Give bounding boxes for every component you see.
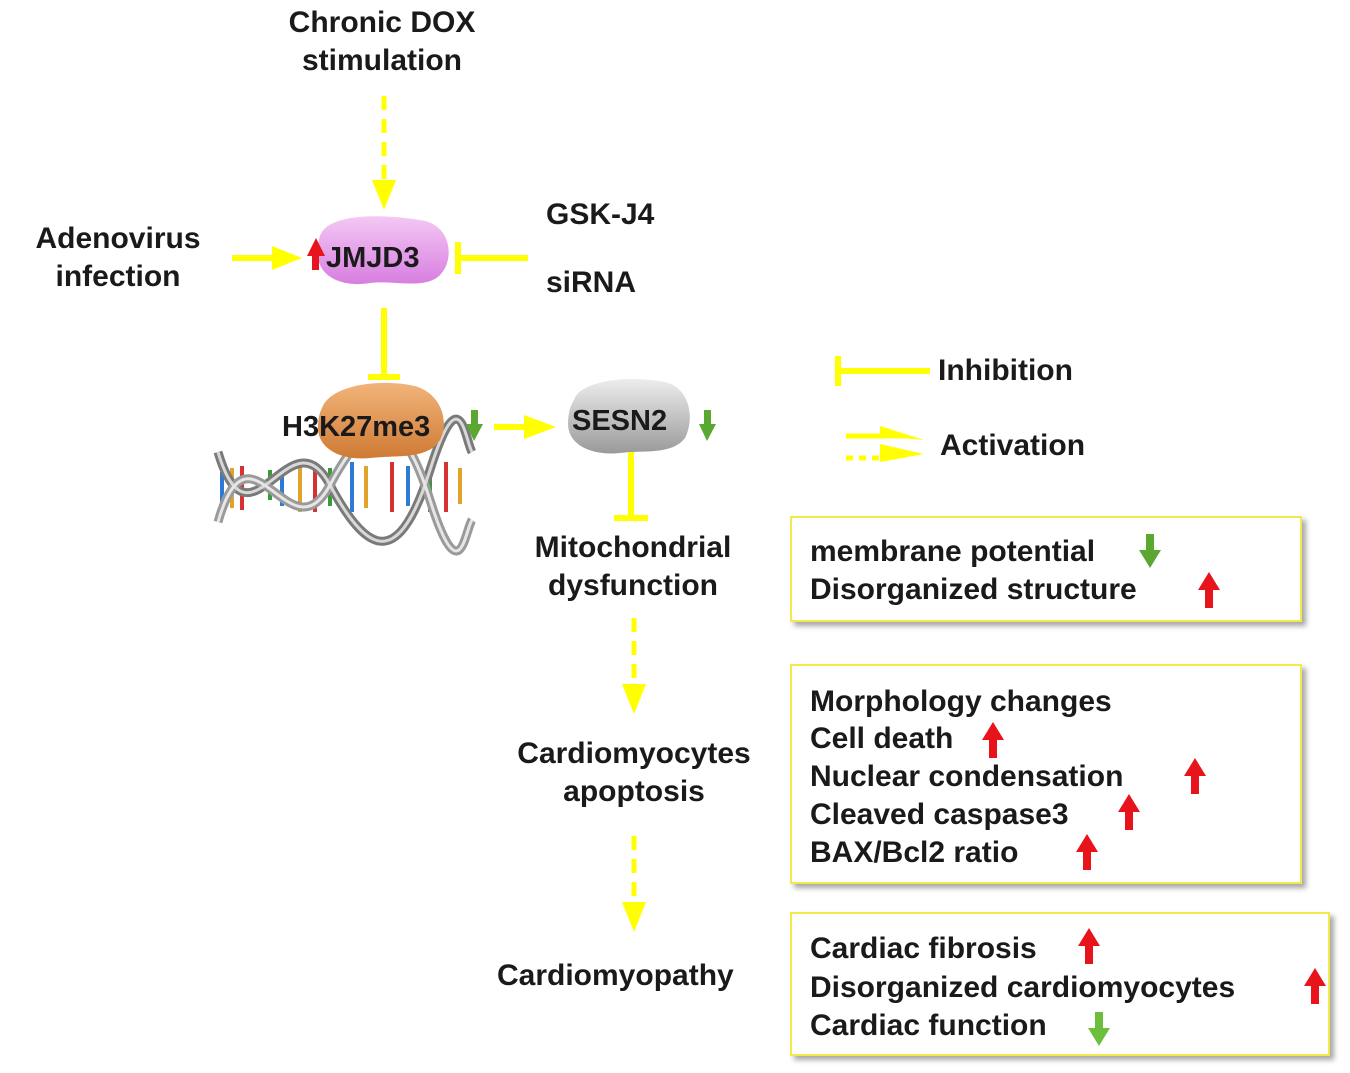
legend-inhibition-symbol (835, 356, 930, 386)
gsk-j4-label: GSK-J4 (546, 198, 655, 231)
h3k27me3-label: H3K27me3 (282, 411, 431, 443)
box-item-text: Cell death (810, 722, 954, 755)
mitochondrial-label-line2: dysfunction (548, 569, 718, 602)
apoptosis-label: Cardiomyocytes apoptosis (494, 735, 774, 811)
jmjd3-up-arrow-icon (307, 238, 325, 270)
apoptosis-label-line1: Cardiomyocytes (517, 737, 751, 770)
legend-activation-label: Activation (940, 429, 1086, 462)
sesn2-inhibits-mitochondria-bar (614, 452, 648, 521)
box-item: Cleaved caspase3 (810, 796, 1069, 834)
box-item-text: Nuclear condensation (810, 760, 1124, 793)
jmjd3-label: JMJD3 (326, 242, 420, 274)
legend-inhibition-label: Inhibition (938, 354, 1073, 387)
box-item: Cardiac function (810, 1007, 1047, 1045)
box-item: Nuclear condensation (810, 758, 1123, 796)
mitochondrial-label: Mitochondrial dysfunction (500, 529, 766, 605)
dox-label: Chronic DOX stimulation (262, 4, 502, 80)
gsk-sirna-inhibition-bar (455, 242, 528, 274)
up-arrow-icon (1076, 834, 1098, 870)
dox-to-jmjd3-activation-arrow (372, 96, 396, 210)
box-item-text: BAX/Bcl2 ratio (810, 836, 1019, 869)
adenovirus-label-line2: infection (55, 260, 181, 293)
dox-label-line2: stimulation (301, 44, 462, 77)
h3k27me3-to-sesn2-activation-arrow (494, 415, 556, 439)
box-item-text: Disorganized structure (810, 573, 1137, 606)
sesn2-protein-shape (568, 379, 690, 454)
box-item-text: Cardiac function (810, 1009, 1047, 1042)
box-item: Cardiac fibrosis (810, 930, 1037, 968)
dox-label-line1: Chronic DOX (288, 6, 476, 39)
jmjd3-protein-shape (318, 216, 449, 285)
box-item: membrane potential (810, 533, 1095, 571)
box-item-text: membrane potential (810, 535, 1096, 568)
box-item-text: Cleaved caspase3 (810, 798, 1069, 831)
h3k27me3-down-arrow-icon (466, 410, 483, 441)
adenovirus-label: Adenovirus infection (4, 220, 232, 296)
sesn2-down-arrow-icon (699, 410, 716, 441)
box-item: Cell death (810, 720, 953, 758)
box-item: BAX/Bcl2 ratio (810, 834, 1018, 872)
up-arrow-icon (1198, 572, 1220, 608)
apoptosis-phenotype-box: Morphology changes Cell death Nuclear co… (790, 664, 1302, 884)
box-item-text: Disorganized cardiomyocytes (810, 971, 1236, 1004)
cardiomyopathy-phenotype-box: Cardiac fibrosis Disorganized cardiomyoc… (790, 912, 1330, 1056)
cardiomyopathy-label: Cardiomyopathy (497, 959, 734, 992)
box-item: Disorganized cardiomyocytes (810, 969, 1235, 1007)
box-item: Disorganized structure (810, 571, 1137, 609)
apoptosis-label-line2: apoptosis (563, 775, 705, 808)
sesn2-label: SESN2 (572, 405, 668, 437)
sirna-label: siRNA (546, 266, 637, 299)
apoptosis-to-cardiomyopathy-activation-arrow (622, 836, 646, 932)
h3k27me3-histone-shape (318, 382, 444, 459)
down-arrow-icon (1139, 534, 1161, 568)
legend-activation-symbol (846, 426, 924, 462)
mitochondrial-label-line1: Mitochondrial (534, 531, 732, 564)
up-arrow-icon (1078, 928, 1100, 964)
box-item-text: Cardiac fibrosis (810, 932, 1037, 965)
up-arrow-icon (1304, 968, 1326, 1004)
down-arrow-icon (1088, 1012, 1110, 1046)
up-arrow-icon (982, 722, 1004, 758)
up-arrow-icon (1118, 794, 1140, 830)
mito-to-apoptosis-activation-arrow (622, 618, 646, 714)
mito-phenotype-box: membrane potential Disorganized structur… (790, 516, 1302, 622)
adenovirus-label-line1: Adenovirus (35, 222, 201, 255)
up-arrow-icon (1184, 758, 1206, 794)
adenovirus-to-jmjd3-activation-arrow (232, 246, 302, 270)
box-item-text: Morphology changes (810, 685, 1112, 718)
jmjd3-inhibits-h3k27me3-bar (368, 308, 400, 380)
box-item: Morphology changes (810, 683, 1112, 721)
